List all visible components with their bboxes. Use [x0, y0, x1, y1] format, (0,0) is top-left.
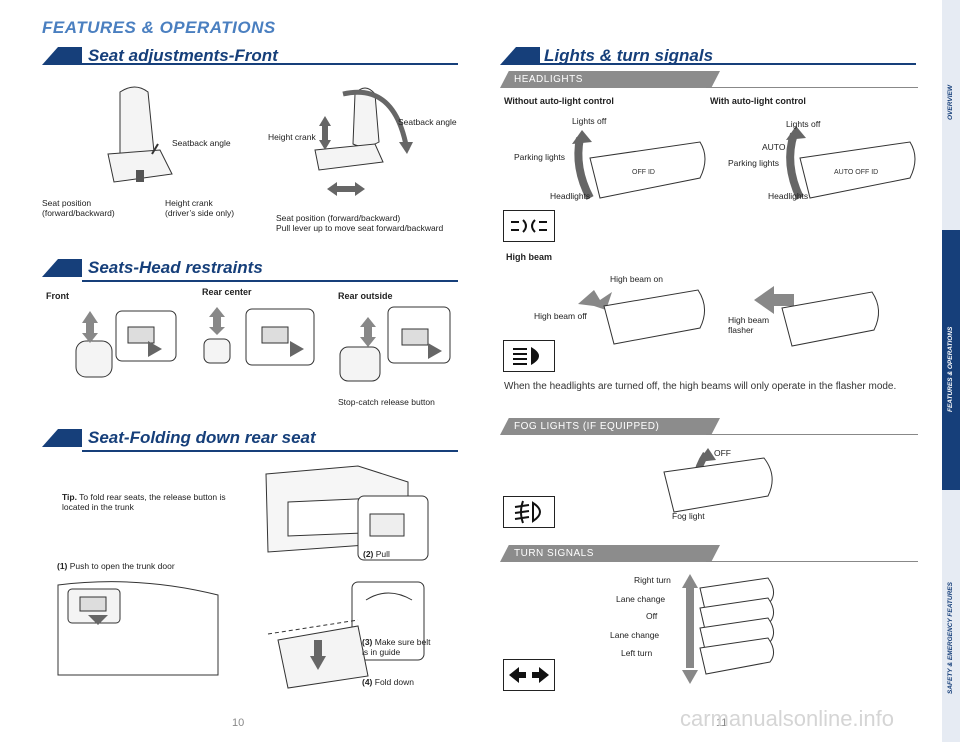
parking-lights-label-2: Parking lights	[728, 158, 780, 168]
step1-num: (1)	[57, 561, 68, 571]
fog-bar: FOG LIGHTS (IF EQUIPPED)	[500, 418, 720, 435]
seat-front-title: Seat adjustments-Front	[88, 46, 278, 65]
headlights-label-1: Headlights	[550, 191, 591, 201]
step4-label: (4) Fold down	[362, 677, 414, 687]
high-beam-title: High beam	[506, 252, 553, 262]
sidebar-tab-overview[interactable]: OVERVIEW	[942, 0, 960, 230]
fog-indicator-box	[503, 496, 555, 528]
fog-off-label: OFF	[714, 448, 731, 458]
headlights-label-2: Headlights	[768, 191, 809, 201]
lane-change-label-2: Lane change	[610, 630, 660, 640]
height-crank-label-1: Height crank (driver’s side only)	[165, 198, 235, 218]
folding-header: Seat-Folding down rear seat	[42, 425, 458, 455]
svg-text:AUTO OFF ID: AUTO OFF ID	[834, 169, 878, 176]
light-stalk-auto: AUTO OFF ID	[786, 126, 916, 200]
trunk-illustration	[265, 465, 429, 561]
lights-title: Lights & turn signals	[544, 46, 714, 65]
high-beam-flasher-label: High beam flasher	[728, 315, 770, 335]
head-restraint-front-illustration	[75, 310, 177, 378]
headlights-bar: HEADLIGHTS	[500, 71, 720, 88]
parking-light-icon	[511, 219, 547, 233]
head-restraints-header: Seats-Head restraints	[42, 255, 458, 285]
high-beam-stalk	[578, 289, 705, 345]
trunk-button-illustration	[57, 581, 219, 676]
watermark: carmanualsonline.info	[680, 706, 895, 731]
rear-center-label: Rear center	[202, 287, 252, 297]
fog-light-label: Fog light	[672, 511, 705, 521]
tip-bold: Tip.	[62, 492, 77, 502]
page-number-left: 10	[232, 717, 245, 729]
step4-num: (4)	[362, 677, 373, 687]
lights-off-label-1: Lights off	[572, 116, 607, 126]
sidebar-tab-safety[interactable]: SAFETY & EMERGENCY FEATURES	[942, 490, 960, 742]
head-restraint-rear-center-illustration	[203, 307, 315, 366]
step1-text: Push to open the trunk door	[67, 561, 175, 571]
seatback-angle-label-2: Seatback angle	[398, 117, 457, 127]
section-sidebar: OVERVIEW FEATURES & OPERATIONS SAFETY & …	[942, 0, 960, 742]
auto-label: AUTO	[762, 142, 786, 152]
front-seat-illustration-2	[314, 87, 413, 196]
fog-light-icon	[514, 500, 541, 524]
step3-label: (3) Make sure belt is in guide	[362, 637, 432, 657]
sidebar-tab-features[interactable]: FEATURES & OPERATIONS	[942, 230, 960, 490]
sidebar-safety-label: SAFETY & EMERGENCY FEATURES	[947, 582, 954, 694]
left-turn-label: Left turn	[621, 648, 653, 658]
lights-header: Lights & turn signals	[500, 43, 916, 67]
step4-text: Fold down	[372, 677, 414, 687]
high-beam-on-label: High beam on	[610, 274, 663, 284]
folding-title: Seat-Folding down rear seat	[88, 428, 316, 447]
step2-label: (2) Pull	[363, 549, 390, 559]
head-restraint-rear-outside-illustration	[339, 306, 451, 382]
turn-bar: TURN SIGNALS	[500, 545, 720, 562]
step2-num: (2)	[363, 549, 374, 559]
parking-lights-label-1: Parking lights	[514, 152, 566, 162]
seat-front-header: Seat adjustments-Front	[42, 43, 458, 67]
step3-num: (3)	[362, 637, 373, 647]
high-beam-off-label: High beam off	[534, 311, 587, 321]
lane-change-label-1: Lane change	[616, 594, 666, 604]
turn-indicator-box	[503, 659, 555, 691]
rear-outside-label: Rear outside	[338, 291, 393, 301]
fog-light-stalk	[663, 448, 773, 513]
page-number-right: 11	[716, 717, 728, 729]
svg-text:OFF ID: OFF ID	[632, 169, 655, 176]
turn-signal-icon	[509, 667, 549, 683]
high-beam-flasher-stalk	[754, 286, 879, 347]
seatback-angle-label-1: Seatback angle	[172, 138, 231, 148]
seat-position-label-2: Seat position (forward/backward) Pull le…	[276, 213, 444, 233]
step3-text: Make sure belt is in guide	[362, 637, 431, 657]
head-restraints-title: Seats-Head restraints	[88, 258, 263, 277]
fold-down-illustration	[267, 581, 425, 689]
turn-signal-stalk	[682, 574, 774, 684]
front-seat-illustration-1	[107, 86, 173, 183]
high-beam-note: When the headlights are turned off, the …	[504, 381, 897, 392]
seat-position-label-1: Seat position (forward/backward)	[42, 198, 115, 218]
sidebar-features-label: FEATURES & OPERATIONS	[947, 326, 954, 412]
headlight-indicator-box	[503, 210, 555, 242]
folding-tip: Tip. To fold rear seats, the release but…	[62, 492, 237, 512]
step2-text: Pull	[373, 549, 390, 559]
sidebar-overview-label: OVERVIEW	[947, 84, 954, 120]
lights-off-label-2: Lights off	[786, 119, 821, 129]
high-beam-icon	[513, 347, 539, 365]
without-auto-label: Without auto-light control	[504, 96, 614, 106]
step1-label: (1) Push to open the trunk door	[57, 561, 175, 571]
with-auto-label: With auto-light control	[710, 96, 806, 106]
height-crank-label-2: Height crank	[268, 132, 316, 142]
tip-text: To fold rear seats, the release button i…	[62, 492, 226, 512]
high-beam-indicator-box	[503, 340, 555, 372]
page-header: FEATURES & OPERATIONS	[42, 18, 276, 37]
stop-catch-label: Stop-catch release button	[338, 397, 435, 407]
right-turn-label: Right turn	[634, 575, 671, 585]
front-label: Front	[46, 291, 69, 301]
turn-off-label: Off	[646, 611, 658, 621]
light-stalk-manual: OFF ID	[572, 130, 706, 200]
